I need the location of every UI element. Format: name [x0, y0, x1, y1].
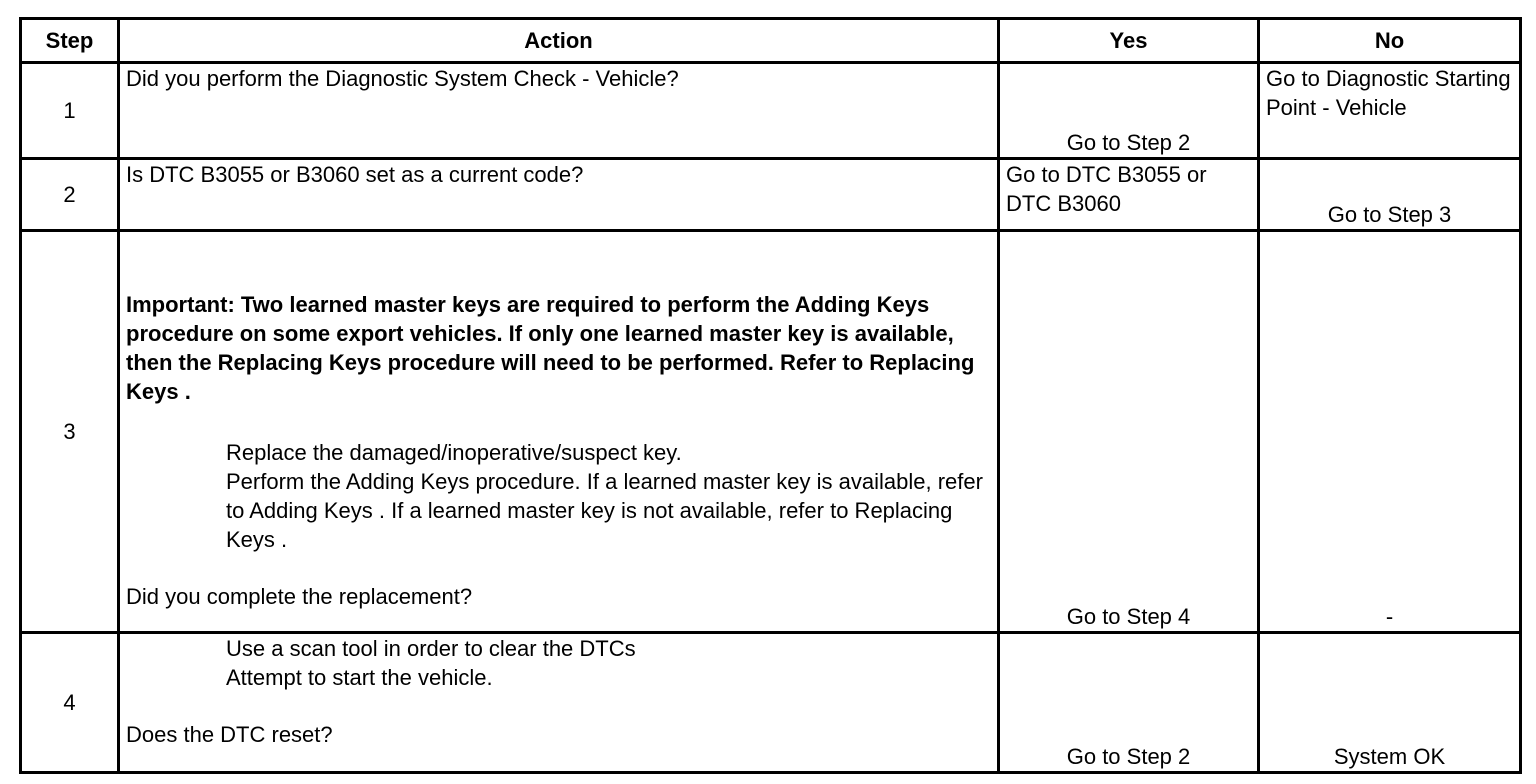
step-number: 4	[19, 631, 120, 774]
no-result: System OK	[1333, 744, 1446, 769]
yes-cell: Go to Step 2	[997, 61, 1260, 160]
action-cell: Did you perform the Diagnostic System Ch…	[117, 61, 1000, 160]
instruction-item: Perform the Adding Keys procedure. If a …	[226, 469, 983, 552]
step-number: 1	[19, 61, 120, 160]
important-note: Important: Two learned master keys are r…	[126, 292, 975, 404]
step-number: 3	[19, 229, 120, 634]
yes-result: Go to DTC B3055 or DTC B3060	[1006, 162, 1207, 216]
action-cell: Use a scan tool in order to clear the DT…	[117, 631, 1000, 774]
action-question: Did you complete the replacement?	[126, 584, 473, 609]
table-row: 2 Is DTC B3055 or B3060 set as a current…	[19, 157, 1522, 232]
no-cell: System OK	[1257, 631, 1522, 774]
no-cell: -	[1257, 229, 1522, 634]
yes-cell: Go to Step 4	[997, 229, 1260, 634]
step-number: 2	[19, 157, 120, 232]
yes-cell: Go to DTC B3055 or DTC B3060	[997, 157, 1260, 232]
instruction-item: Use a scan tool in order to clear the DT…	[226, 636, 636, 661]
header-action: Action	[117, 17, 1000, 64]
instruction-item: Replace the damaged/inoperative/suspect …	[226, 440, 682, 465]
yes-result: Go to Step 4	[1066, 604, 1191, 629]
yes-cell: Go to Step 2	[997, 631, 1260, 774]
action-question: Did you perform the Diagnostic System Ch…	[126, 66, 679, 91]
no-result: -	[1385, 604, 1394, 629]
header-yes: Yes	[997, 17, 1260, 64]
action-question: Is DTC B3055 or B3060 set as a current c…	[126, 162, 584, 187]
header-step: Step	[19, 17, 120, 64]
action-cell: Important: Two learned master keys are r…	[117, 229, 1000, 634]
table-row: 3 Important: Two learned master keys are…	[19, 229, 1522, 634]
no-cell: Go to Step 3	[1257, 157, 1522, 232]
header-no: No	[1257, 17, 1522, 64]
action-question: Does the DTC reset?	[126, 722, 333, 747]
table-header-row: Step Action Yes No	[19, 17, 1522, 64]
diagnostic-table: Step Action Yes No 1 Did you perform the…	[19, 17, 1522, 774]
no-cell: Go to Diagnostic Starting Point - Vehicl…	[1257, 61, 1522, 160]
instruction-item: Attempt to start the vehicle.	[226, 665, 493, 690]
action-cell: Is DTC B3055 or B3060 set as a current c…	[117, 157, 1000, 232]
no-result: Go to Diagnostic Starting Point - Vehicl…	[1266, 66, 1511, 120]
table-row: 4 Use a scan tool in order to clear the …	[19, 631, 1522, 774]
yes-result: Go to Step 2	[1066, 744, 1191, 769]
yes-result: Go to Step 2	[1066, 130, 1191, 155]
table-row: 1 Did you perform the Diagnostic System …	[19, 61, 1522, 160]
no-result: Go to Step 3	[1327, 202, 1452, 227]
